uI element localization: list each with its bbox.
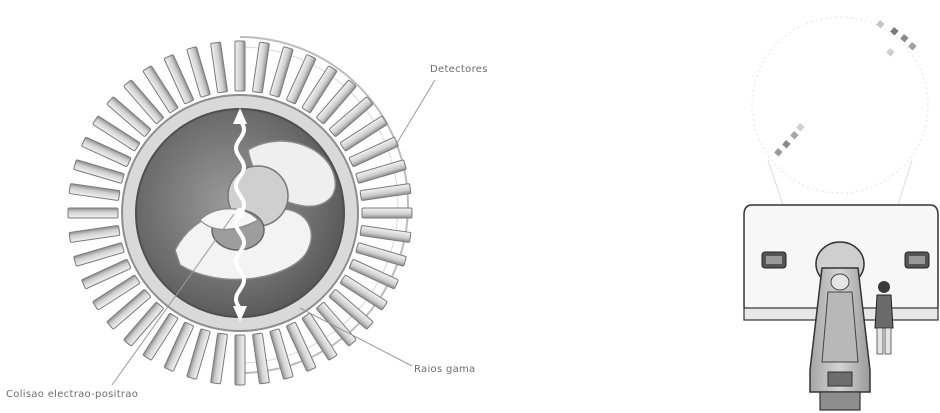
bed-footrest [828,372,852,386]
gamma-rays-label: Raios gama [414,364,476,375]
detector-fin [356,160,407,184]
detector-fin [211,42,228,93]
patient-on-bed-body [822,292,858,362]
ring-detector-dot [782,140,790,148]
detector-fin [74,160,125,184]
ring-detector-dot [908,42,916,50]
detector-fin [360,225,411,242]
detector-fin [252,42,269,93]
ring-detector-dot [876,20,884,28]
detectors-leader-line [394,80,435,148]
detector-fin [356,243,407,267]
ring-detector-dot [886,48,894,56]
detector-fin [69,184,120,201]
detector-fin [252,333,269,384]
ring-detector-dot [796,123,804,131]
detector-fin [187,329,211,380]
detectors-label: Detectores [430,64,488,75]
detector-fin [270,47,294,98]
detector-fin [187,47,211,98]
detector-fin [235,335,245,385]
detector-fin [74,243,125,267]
detection-ring-outline [752,17,928,193]
detector-fin [270,329,294,380]
detector-fin [69,225,120,242]
detector-fin [235,41,245,91]
detector-fin [211,333,228,384]
ring-detector-dot [774,148,782,156]
pet-detector-ring-illustration [68,37,435,385]
detection-ring-dots [774,20,916,156]
pet-scanner-machine-illustration [744,17,938,410]
patient-on-bed-head [831,274,849,290]
ring-detector-dot [890,27,898,35]
gantry-panel-right-screen [909,256,925,264]
bed-pedestal [820,392,860,410]
collision-label: Colisao electrao-positrao [6,389,138,400]
detector-fin [360,184,411,201]
gantry-panel-left-screen [766,256,782,264]
detector-fin [362,208,412,218]
detector-fin [68,208,118,218]
ring-detector-dot [790,131,798,139]
